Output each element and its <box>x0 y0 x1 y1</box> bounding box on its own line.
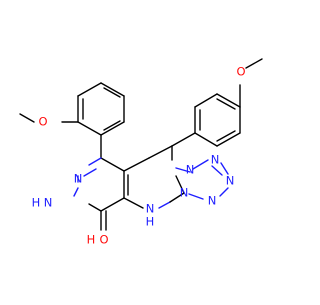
core-pyridazinone-ring <box>73 157 129 231</box>
nitrogen-atom-label-nh: N <box>44 196 53 210</box>
nitrogen-atom-label-tetrazole-4: N <box>208 194 217 208</box>
oxygen-atom-label-left: O <box>38 115 47 129</box>
hydrogen-atom-label-nh-bottom: H <box>146 215 155 229</box>
left-methoxyphenyl-ring <box>19 82 125 159</box>
nitrogen-atom-label-tetrazole-3: N <box>226 174 235 188</box>
nitrogen-atom-label-tetrazole-1: N <box>186 163 195 177</box>
hydrogen-atom-label-nh: H <box>32 196 41 210</box>
nitrogen-atom-label-pyridazine: N <box>74 172 83 186</box>
core-tetrazole-ring <box>188 159 229 200</box>
molecule-structure-diagram: O O N N H N N N N N N H O H <box>19 58 263 247</box>
nitrogen-atom-label-ring: N <box>180 186 189 200</box>
oxygen-atom-label-right: O <box>236 65 245 79</box>
hydrogen-atom-label-carbonyl: H <box>87 233 96 247</box>
molecule-svg: O O N N H N N N N N N H O H <box>19 58 263 247</box>
nitrogen-atom-label-tetrazole-2: N <box>211 153 220 167</box>
core-dihydropyrimidine-ring <box>123 145 191 209</box>
right-methoxyphenyl-ring <box>171 58 263 147</box>
nitrogen-atom-label-nh-bottom: N <box>146 202 155 216</box>
oxygen-atom-label-carbonyl: O <box>99 233 108 247</box>
